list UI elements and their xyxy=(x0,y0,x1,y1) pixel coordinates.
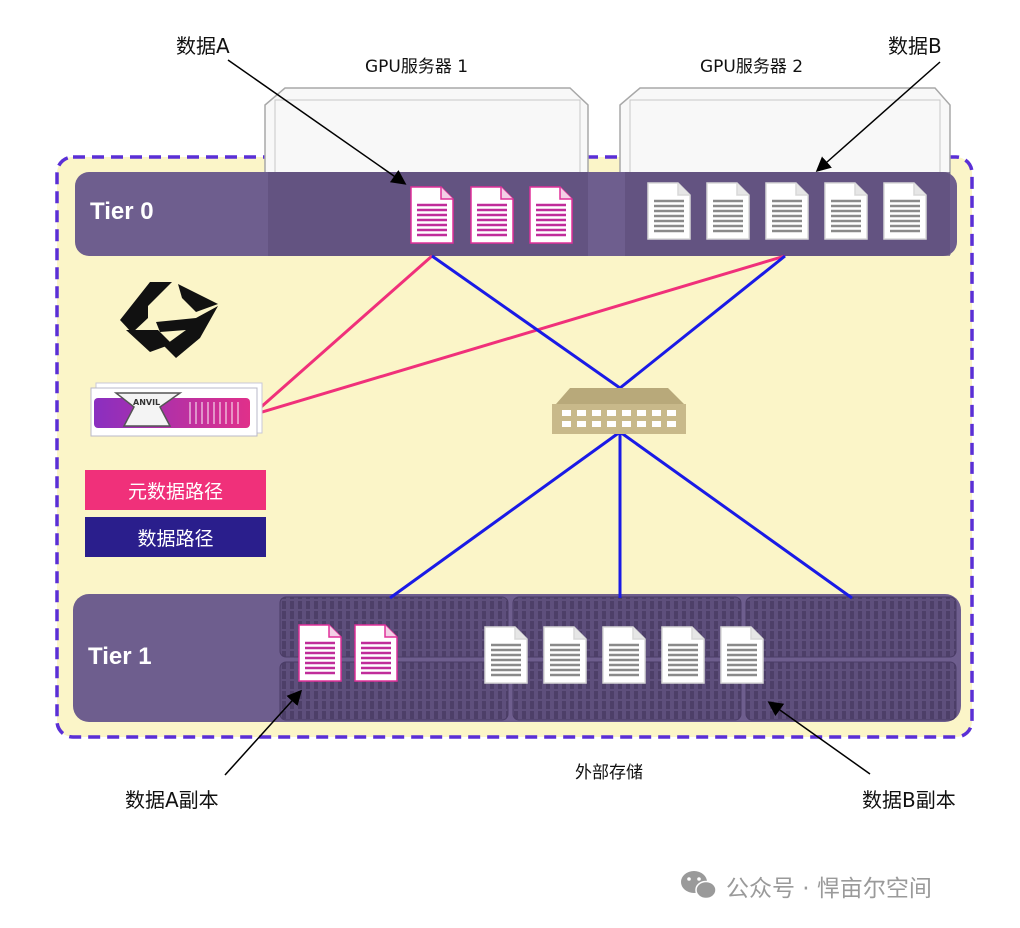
gpu-server-2-label: GPU服务器 2 xyxy=(700,57,804,77)
document-icon xyxy=(470,186,514,244)
document-icon xyxy=(720,626,764,684)
document-icon xyxy=(883,182,927,240)
document-icon xyxy=(661,626,705,684)
data-path-lines xyxy=(389,254,853,600)
gpu-server-1-label: GPU服务器 1 xyxy=(365,57,469,77)
document-icon xyxy=(354,624,398,682)
tier0-data-a-docs xyxy=(410,186,573,244)
document-icon xyxy=(647,182,691,240)
watermark: 公众号 · 悍亩尔空间 xyxy=(726,876,932,902)
anvil-label: ANVIL xyxy=(133,398,160,407)
document-icon xyxy=(529,186,573,244)
document-icon xyxy=(543,626,587,684)
legend-metadata-path: 元数据路径 xyxy=(85,470,266,510)
data-a-label: 数据A xyxy=(176,34,230,58)
annotation-arrows xyxy=(224,59,941,776)
document-icon xyxy=(484,626,528,684)
data-a-replica-label: 数据A副本 xyxy=(125,788,219,812)
document-icon xyxy=(602,626,646,684)
document-icon xyxy=(410,186,454,244)
anvil-server-icon: ANVIL xyxy=(90,382,263,437)
document-icon xyxy=(706,182,750,240)
document-icon xyxy=(298,624,342,682)
tier1-label: Tier 1 xyxy=(88,643,152,670)
network-switch-icon xyxy=(552,388,686,434)
data-b-replica-label: 数据B副本 xyxy=(862,788,956,812)
vast-logo-icon xyxy=(120,282,218,358)
metadata-path-lines xyxy=(251,254,786,417)
document-icon xyxy=(765,182,809,240)
data-b-label: 数据B xyxy=(888,34,942,58)
external-storage-label: 外部存储 xyxy=(575,763,643,783)
tier0-label: Tier 0 xyxy=(90,198,154,225)
document-icon xyxy=(824,182,868,240)
wechat-icon xyxy=(681,871,717,900)
legend-data-path: 数据路径 xyxy=(85,517,266,557)
